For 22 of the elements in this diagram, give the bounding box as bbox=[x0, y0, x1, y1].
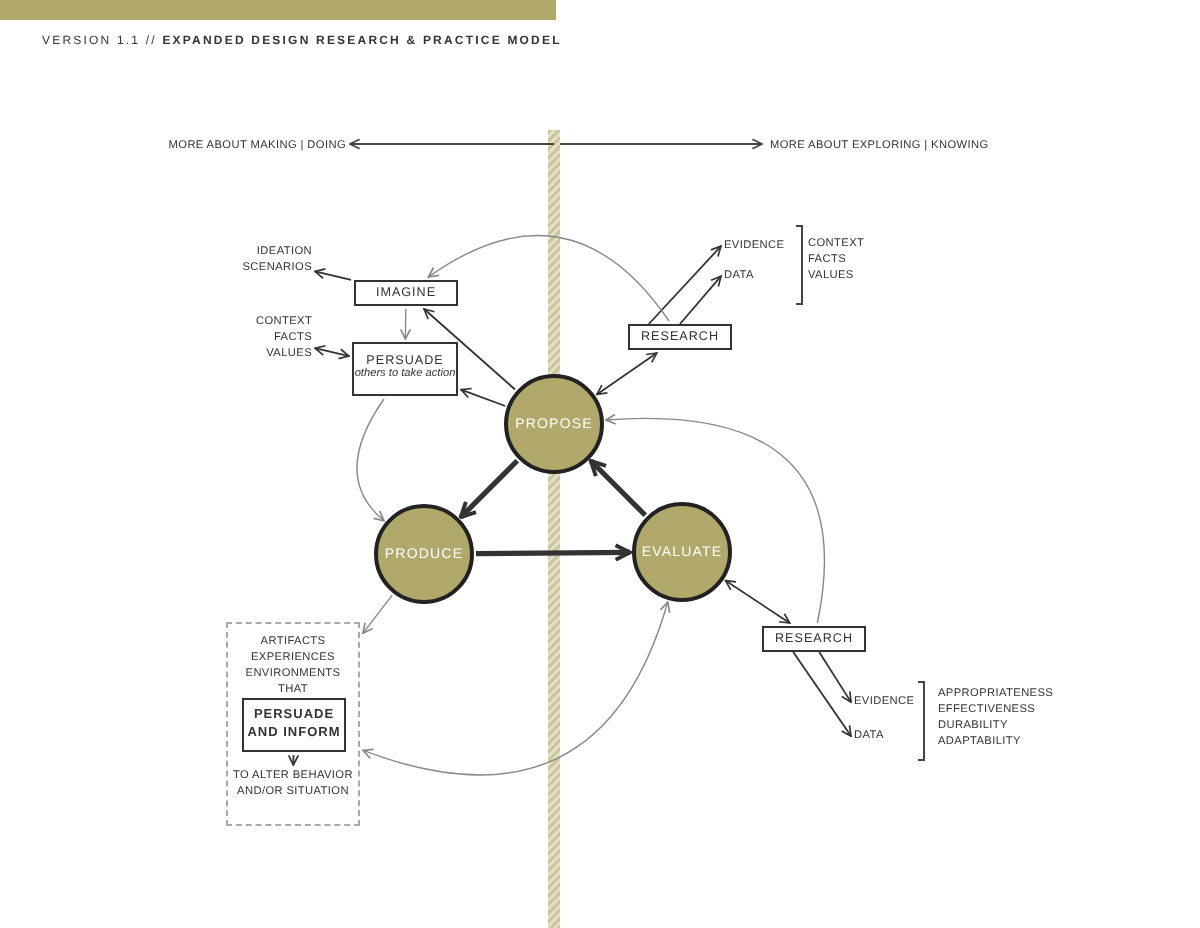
arrow bbox=[724, 579, 791, 624]
arrow bbox=[362, 594, 393, 634]
arrow bbox=[423, 308, 516, 391]
arrow bbox=[647, 245, 722, 325]
arrow bbox=[460, 387, 507, 407]
arrow bbox=[679, 275, 722, 325]
arrow bbox=[287, 754, 300, 766]
arrow bbox=[588, 458, 648, 518]
arrow bbox=[356, 398, 385, 522]
arrow bbox=[475, 543, 632, 562]
arrow bbox=[792, 651, 852, 737]
arrow bbox=[427, 234, 670, 322]
arrow bbox=[362, 601, 671, 776]
arrow bbox=[595, 352, 658, 396]
arrow bbox=[314, 268, 352, 281]
arrow bbox=[818, 651, 852, 703]
arrow bbox=[314, 344, 350, 360]
process-box bbox=[352, 342, 458, 396]
arrow bbox=[399, 308, 412, 340]
arrow bbox=[458, 458, 520, 520]
group-panel bbox=[226, 622, 360, 826]
arrow bbox=[605, 413, 826, 624]
